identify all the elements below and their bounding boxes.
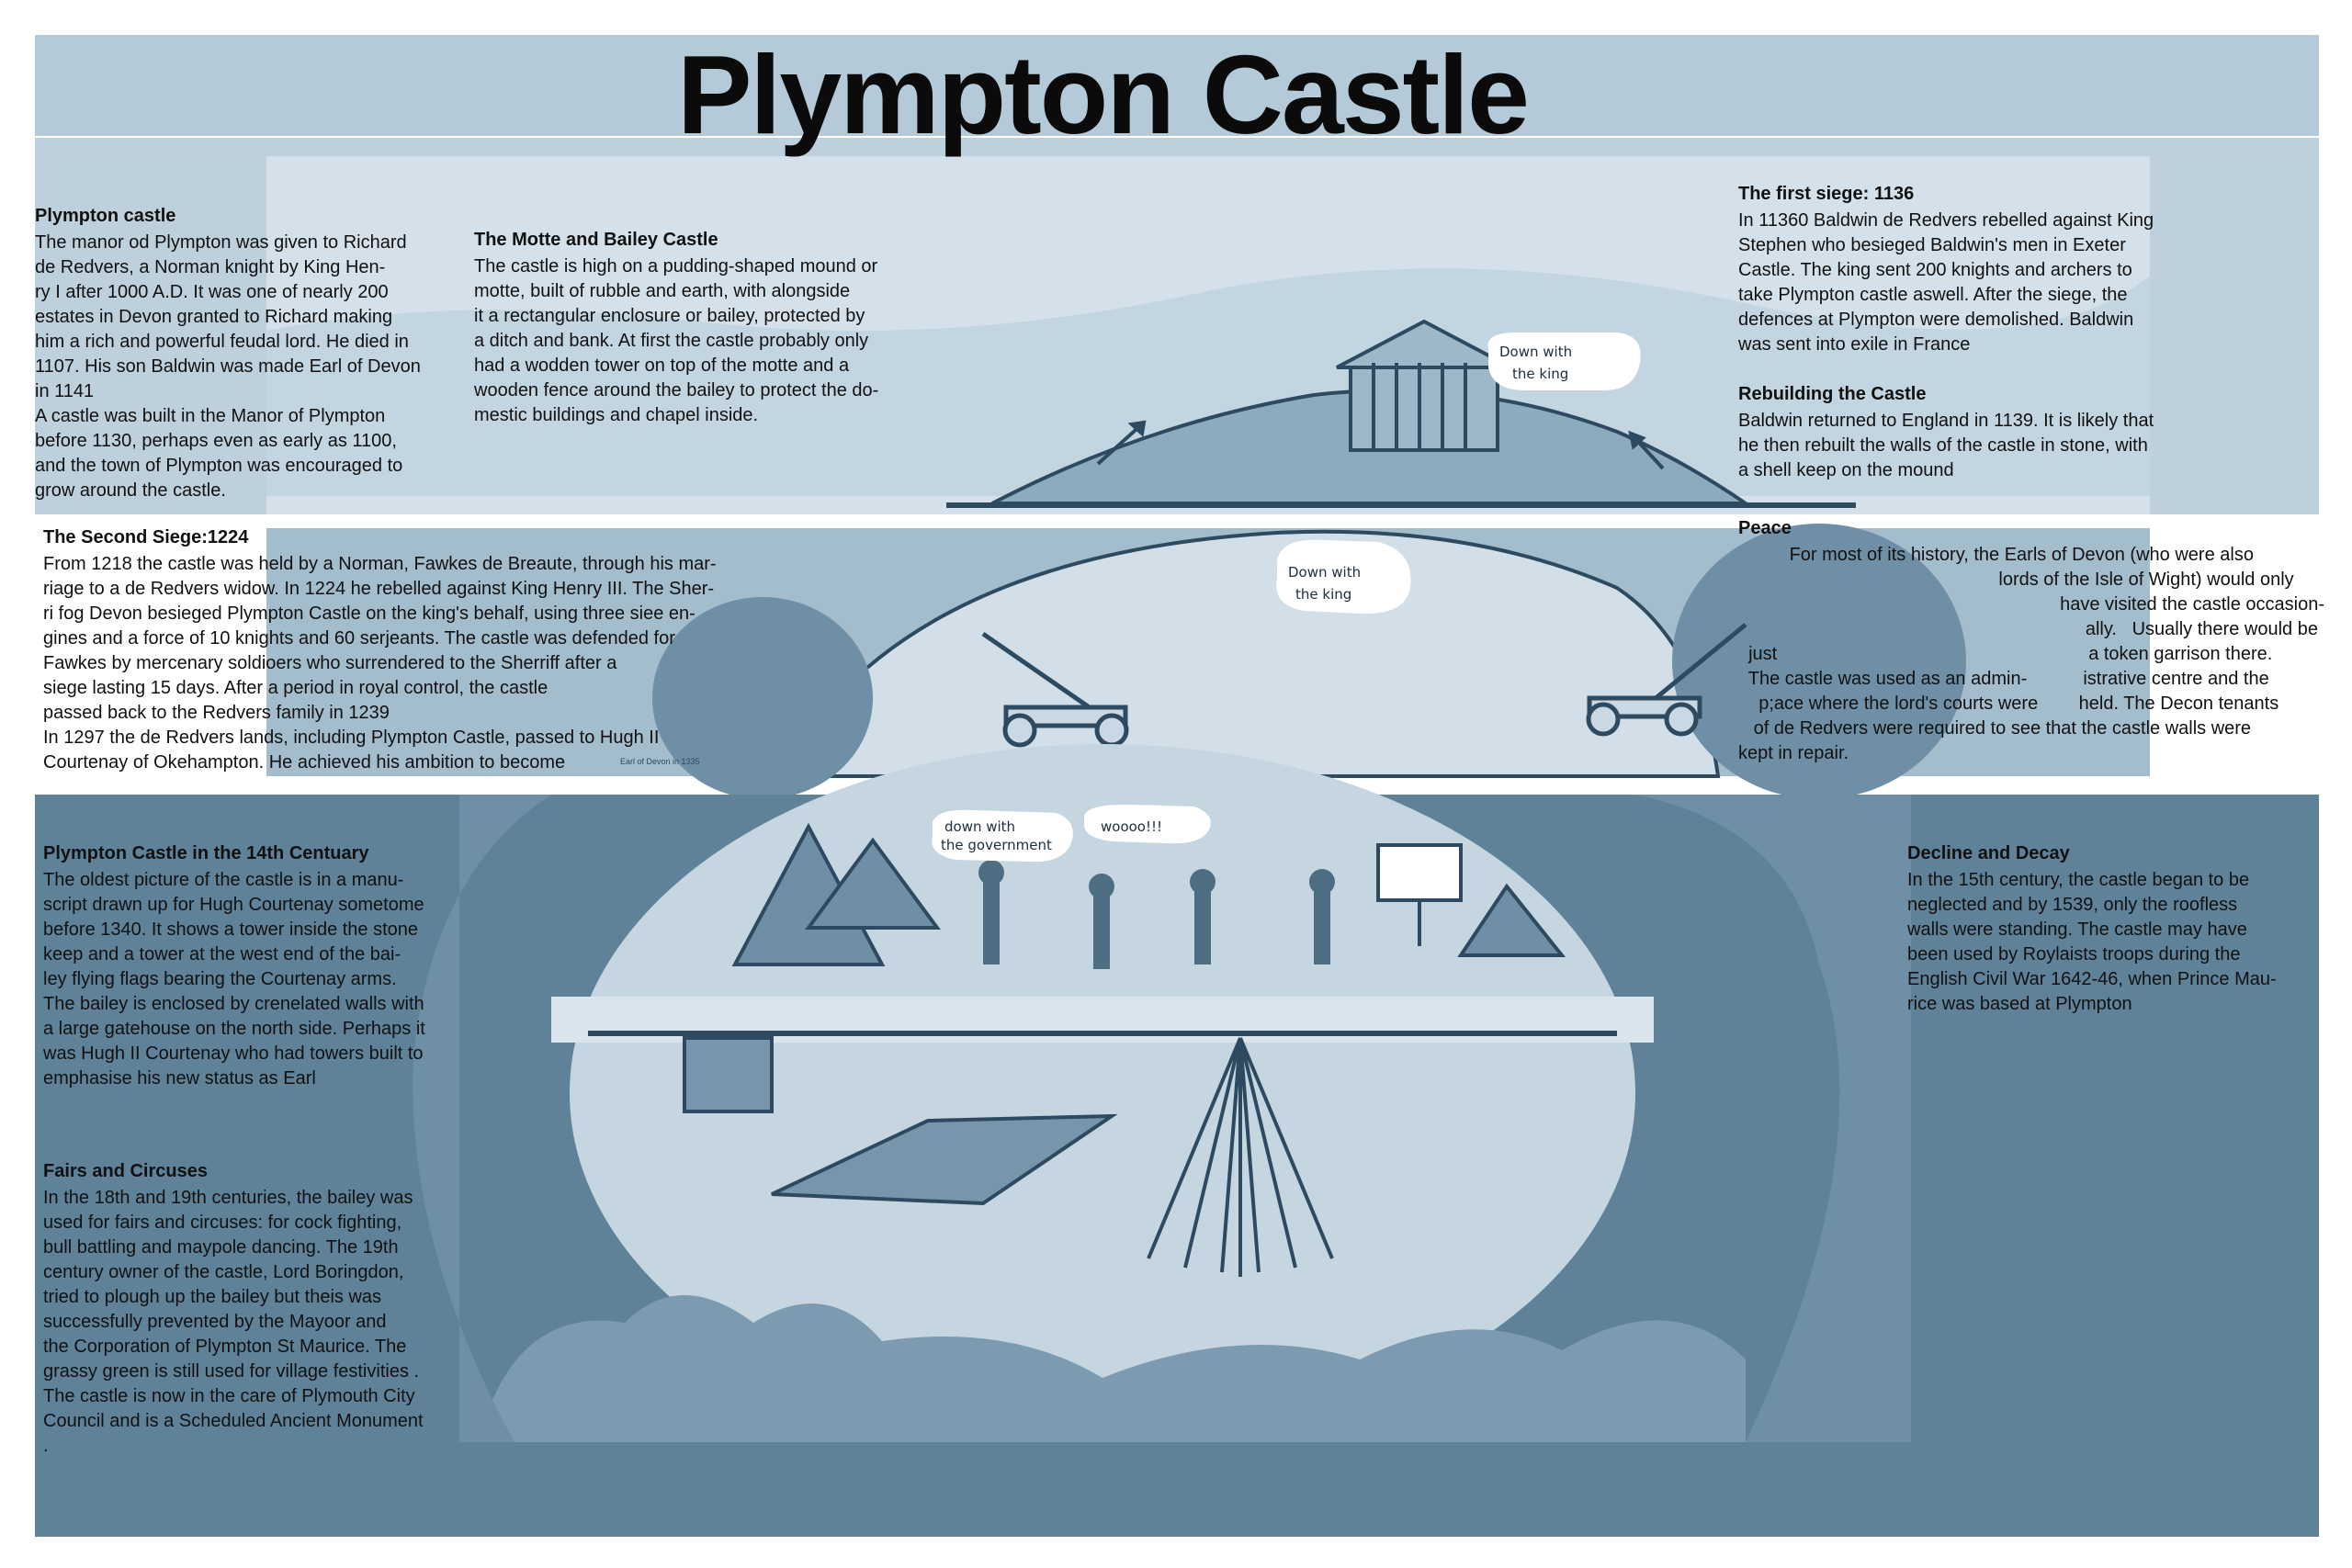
section-body: In the 15th century, the castle began to… xyxy=(1907,870,2277,1014)
tower-bubble-line2: the king xyxy=(1512,366,1568,382)
section-body: Baldwin returned to England in 1139. It … xyxy=(1738,411,2154,480)
maypole xyxy=(1147,1037,1334,1277)
sign-board xyxy=(1376,843,1463,902)
cheer-speech-bubble xyxy=(1084,804,1211,844)
foreground-bushes xyxy=(478,1295,1746,1442)
section-fairs: Fairs and Circuses In the 18th and 19th … xyxy=(43,1159,484,1459)
section-heading: Decline and Decay xyxy=(1907,843,2070,863)
section-rebuilding: Rebuilding the Castle Baldwin returned t… xyxy=(1738,382,2216,483)
section-heading: The Second Siege:1224 xyxy=(43,527,249,547)
right-bush xyxy=(1672,524,1966,799)
fair-table xyxy=(771,1113,1118,1206)
right-foliage xyxy=(1635,795,1911,1442)
title-band xyxy=(35,35,2319,136)
section-plympton-castle: Plympton castle The manor od Plympton wa… xyxy=(35,204,476,503)
section-body: The castle is high on a pudding-shaped m… xyxy=(474,256,879,425)
left-bush xyxy=(652,597,873,799)
crowd-bubble-line2: the government xyxy=(941,837,1052,853)
cart-box xyxy=(683,1036,774,1113)
section-heading: Peace xyxy=(1738,518,1792,538)
section-second-siege: The Second Siege:1224 From 1218 the cast… xyxy=(43,525,797,775)
section-heading: The first siege: 1136 xyxy=(1738,184,1915,204)
section-peace: Peace For most of its history, the Earls… xyxy=(1738,516,2326,766)
section-heading: Plympton castle xyxy=(35,206,176,226)
section-body: In the 18th and 19th centuries, the bail… xyxy=(43,1188,424,1456)
section-heading: The Motte and Bailey Castle xyxy=(474,230,718,250)
section-heading: Fairs and Circuses xyxy=(43,1161,208,1181)
section-body: From 1218 the castle was held by a Norma… xyxy=(43,554,717,773)
section-heading: Plympton Castle in the 14th Centuary xyxy=(43,843,369,863)
cheer-bubble-text: woooo!!! xyxy=(1101,818,1162,835)
siege-engine-left xyxy=(981,631,1129,748)
crowd-figures xyxy=(978,860,1335,969)
page-title: Plympton Castle xyxy=(677,32,1530,157)
tiny-note: Earl of Devon in 1335 xyxy=(620,757,700,766)
siege-bubble-line1: Down with xyxy=(1288,564,1361,581)
crowd-speech-bubble xyxy=(932,809,1073,863)
wooden-tower xyxy=(1336,319,1512,452)
cloud-shape xyxy=(266,268,2150,496)
siege-speech-bubble xyxy=(1276,539,1411,615)
tower-speech-bubble xyxy=(1487,332,1641,390)
section-heading: Rebuilding the Castle xyxy=(1738,384,1927,404)
siege-engine-right xyxy=(1586,623,1747,737)
tower-bubble-line1: Down with xyxy=(1499,344,1572,360)
crowd-bubble-line1: down with xyxy=(944,818,1015,835)
section-decline: Decline and Decay In the 15th century, t… xyxy=(1907,841,2312,1017)
section-14th-century: Plympton Castle in the 14th Centuary The… xyxy=(43,841,484,1091)
left-foliage xyxy=(413,795,551,1442)
siege-bubble-line2: the king xyxy=(1295,586,1351,603)
tents xyxy=(731,822,1566,966)
arrow-icons xyxy=(1096,420,1665,470)
section-motte-bailey: The Motte and Bailey Castle The castle i… xyxy=(474,228,952,428)
section-body: The oldest picture of the castle is in a… xyxy=(43,870,425,1089)
section-body: The manor od Plympton was given to Richa… xyxy=(35,232,421,501)
section-body: For most of its history, the Earls of De… xyxy=(1738,545,2324,763)
section-first-siege: The first siege: 1136 In 11360 Baldwin d… xyxy=(1738,182,2216,357)
section-body: In 11360 Baldwin de Redvers rebelled aga… xyxy=(1738,210,2154,355)
